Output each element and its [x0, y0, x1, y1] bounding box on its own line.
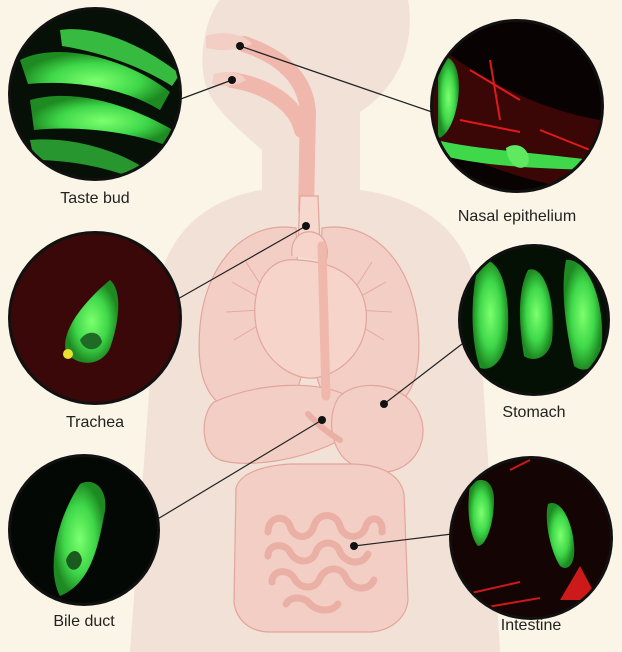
label-trachea: Trachea	[66, 414, 124, 432]
esophagus	[322, 246, 326, 396]
taste-bud-micrograph	[0, 0, 200, 200]
label-stomach: Stomach	[502, 404, 565, 422]
label-taste-bud: Taste bud	[60, 190, 129, 208]
nasal-epithelium-micrograph	[420, 10, 620, 210]
label-intestine: Intestine	[501, 617, 561, 635]
label-bile-duct: Bile duct	[53, 613, 114, 631]
stomach-shape	[332, 385, 423, 472]
label-nasal-epithelium: Nasal epithelium	[458, 208, 576, 226]
